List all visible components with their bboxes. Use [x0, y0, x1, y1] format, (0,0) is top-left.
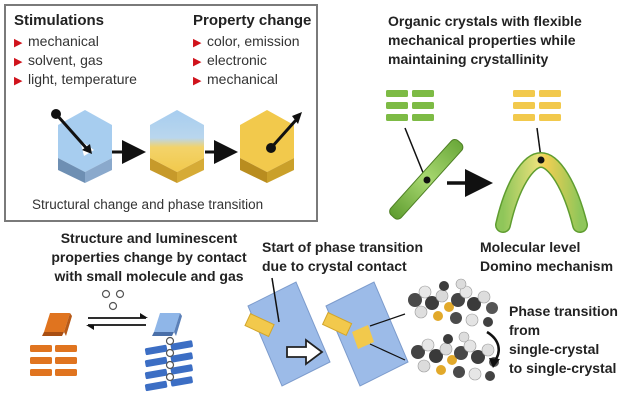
pointer-line: [404, 127, 427, 181]
release-arrow-icon: [266, 112, 302, 153]
blue-molecule-stack: [144, 336, 193, 392]
crystal-blue-deformed: [58, 110, 112, 183]
red-triangle-icon: ▶: [14, 56, 23, 68]
property-item-mechanical: ▶mechanical: [193, 71, 278, 87]
blue-crystal: [152, 313, 182, 336]
molecular-model-top: [408, 278, 498, 327]
hollow-arrow-icon: [286, 338, 324, 366]
property-change-header: Property change: [193, 12, 312, 29]
gas-molecules: [101, 289, 125, 311]
yellow-molecule-stack: [513, 90, 561, 121]
contact-dot: [423, 176, 431, 184]
green-molecule-stack: [386, 90, 434, 121]
property-item-color: ▶color, emission: [193, 33, 300, 49]
red-triangle-icon: ▶: [193, 75, 202, 87]
contact-dot: [537, 156, 545, 164]
property-item-electronic: ▶electronic: [193, 52, 267, 68]
single-crystal-transition-label: Phase transition from single-crystal to …: [509, 303, 618, 376]
pointer-line: [369, 343, 406, 361]
red-triangle-icon: ▶: [193, 37, 202, 49]
equilibrium-arrows-icon: [86, 313, 148, 330]
molecular-model-bottom: [411, 331, 499, 381]
stimulations-header: Stimulations: [14, 12, 105, 29]
phase-transition-start-label: Start of phase transition due to crystal…: [262, 239, 424, 274]
luminescent-change-title: Structure and luminescent properties cha…: [51, 230, 247, 284]
stimulation-item-solvent: ▶solvent, gas: [14, 52, 103, 68]
stimulation-item-light: ▶light, temperature: [14, 71, 137, 87]
orange-molecule-stack: [30, 345, 77, 376]
yellow-contact-crystal-1: [244, 313, 275, 338]
pointer-stick-icon: [51, 109, 92, 154]
yellow-contact-crystal-2: [321, 311, 353, 337]
curved-arrow-head: [489, 358, 500, 368]
domino-mechanism-label: Molecular level Domino mechanism: [480, 239, 614, 274]
pointer-line: [271, 277, 280, 323]
red-triangle-icon: ▶: [14, 75, 23, 87]
stimulation-item-mechanical: ▶mechanical: [14, 33, 99, 49]
bent-crystal: [496, 153, 587, 232]
flexible-crystals-title: Organic crystals with flexible mechanica…: [388, 13, 582, 67]
structural-change-caption: Structural change and phase transition: [32, 197, 264, 212]
red-triangle-icon: ▶: [193, 56, 202, 68]
crystal-yellow-restored: [240, 110, 294, 183]
crystal-half-transformed: [150, 110, 204, 183]
red-triangle-icon: ▶: [14, 37, 23, 49]
yellow-propagation-front: [352, 325, 374, 349]
pointer-line: [369, 313, 406, 327]
orange-crystal: [42, 313, 72, 336]
blue-plate-crystal-1: [247, 281, 331, 387]
